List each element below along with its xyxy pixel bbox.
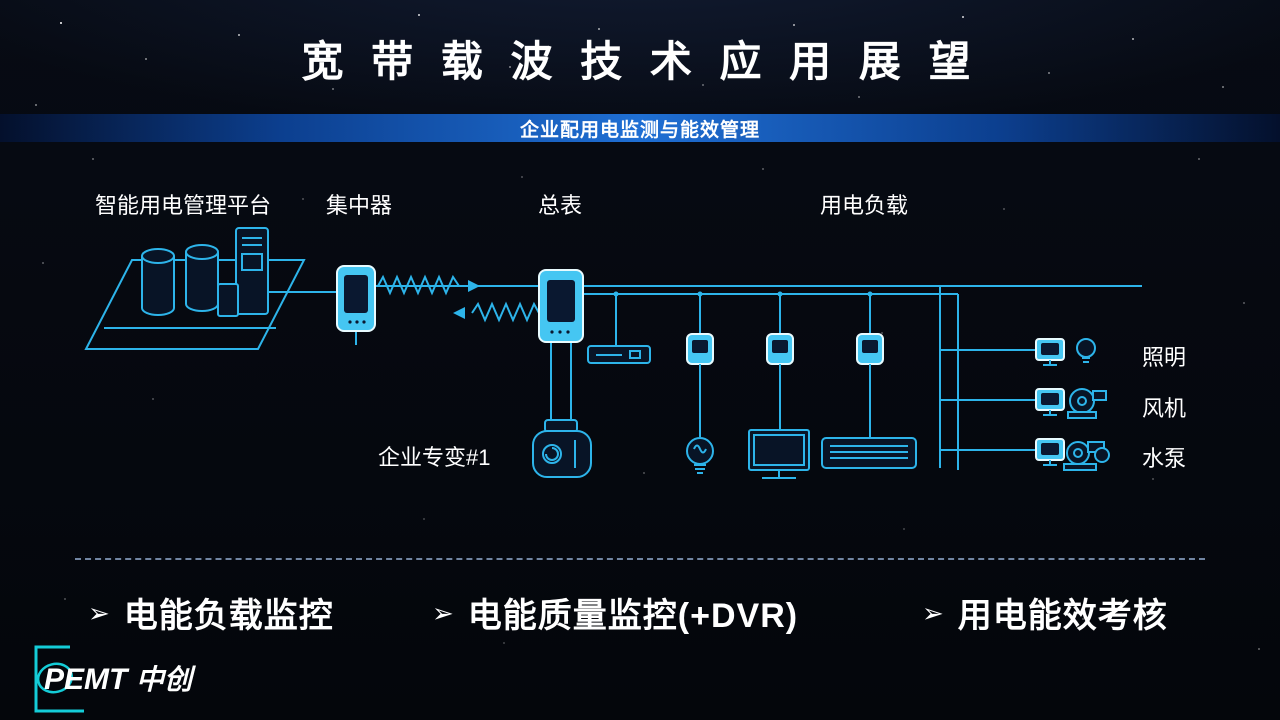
logo-bracket-icon xyxy=(34,645,84,713)
lighting-label: 照明 xyxy=(1142,345,1187,370)
bullet-label: 用电能效考核 xyxy=(957,597,1168,635)
arrow-bullet-icon: ➢ xyxy=(432,597,454,628)
arrow-bullet-icon: ➢ xyxy=(88,597,110,628)
panel-monitor-icon xyxy=(1035,438,1065,466)
load-label: 用电负载 xyxy=(820,193,909,218)
banner-title: 企业配用电监测与能效管理 xyxy=(519,119,760,141)
fan-label: 风机 xyxy=(1142,396,1187,421)
transformer-icon xyxy=(532,419,592,478)
bullet-label: 电能质量监控(+DVR) xyxy=(467,597,799,635)
carrier-zigzag-icon xyxy=(374,274,540,323)
ac-unit-icon xyxy=(821,437,917,469)
monitor-icon xyxy=(748,429,810,479)
bullet-efficiency-assessment: ➢ 用电能效考核 xyxy=(922,588,1168,637)
slide-title: 宽 带 载 波 技 术 应 用 展 望 xyxy=(301,38,979,85)
arrow-bullet-icon: ➢ xyxy=(922,597,944,628)
main-meter-icon xyxy=(538,269,584,343)
logo-brand: PEMT xyxy=(44,663,130,696)
lighting-bulb-icon xyxy=(1076,338,1096,363)
logo: PEMT 中创 xyxy=(34,645,196,713)
pump-icon xyxy=(1063,441,1110,471)
logo-ring-icon xyxy=(36,662,74,694)
fan-machine-icon xyxy=(1067,388,1107,419)
bulb-icon xyxy=(686,437,714,474)
concentrator-label: 集中器 xyxy=(326,193,393,218)
sub-meter-icon xyxy=(686,294,714,437)
bullet-load-monitoring: ➢ 电能负载监控 xyxy=(88,588,334,637)
pump-label: 水泵 xyxy=(1142,446,1187,471)
main-meter-label: 总表 xyxy=(538,193,583,218)
bullet-label: 电能负载监控 xyxy=(123,597,334,635)
logo-suffix: 中创 xyxy=(136,664,196,695)
transformer-label: 企业专变#1 xyxy=(378,445,491,470)
sub-meter-icon xyxy=(766,294,794,430)
panel-monitor-icon xyxy=(1035,338,1065,366)
right-rail-lines xyxy=(939,286,1038,470)
concentrator-icon xyxy=(336,265,376,345)
platform-label: 智能用电管理平台 xyxy=(95,193,272,218)
bullet-quality-monitoring: ➢ 电能质量监控(+DVR) xyxy=(432,588,798,637)
platform-icon xyxy=(84,227,306,350)
panel-monitor-icon xyxy=(1035,388,1065,416)
dashed-separator xyxy=(75,558,1205,560)
banner-bar: 企业配用电监测与能效管理 xyxy=(0,114,1280,142)
sub-meter-icon xyxy=(856,294,884,438)
switch-device-icon xyxy=(587,294,651,364)
